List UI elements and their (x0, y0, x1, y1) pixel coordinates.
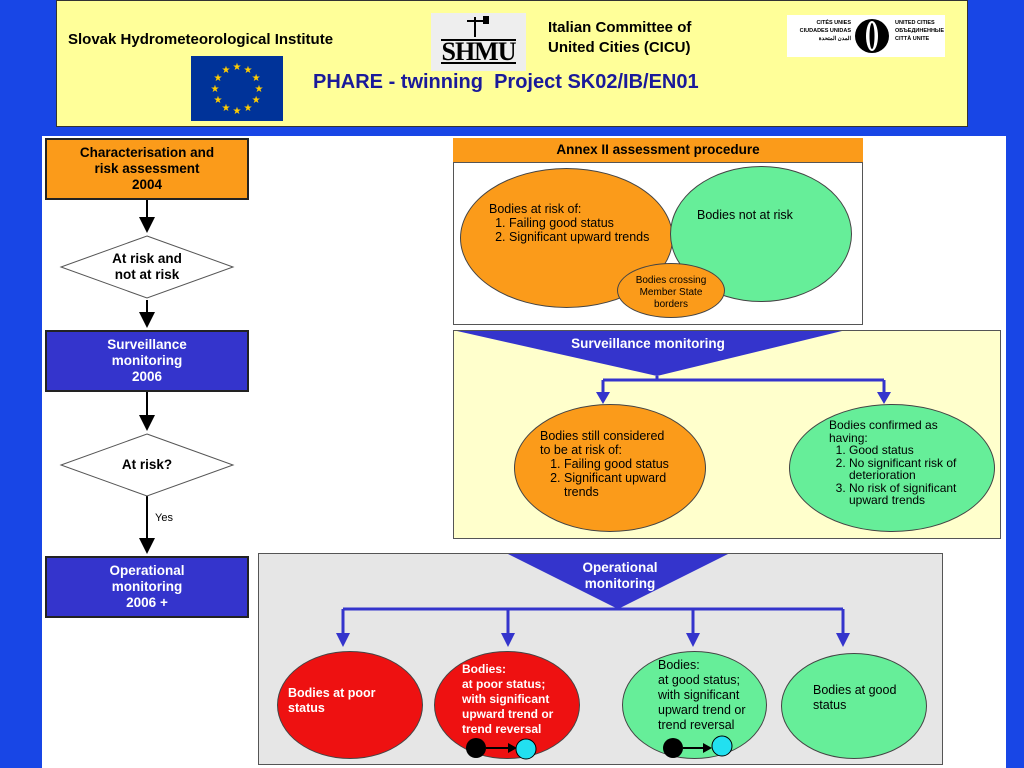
operational-box: Operational monitoring 2006 + (45, 556, 249, 618)
confirmed-text: Bodies confirmed as having: Good statusN… (829, 419, 979, 507)
eu-star: ★ (213, 95, 222, 106)
committee-line-1: Italian Committee of (548, 19, 692, 36)
globe-icon (855, 19, 889, 53)
committee-line-2: United Cities (CICU) (548, 39, 691, 56)
poor-status-text: Bodies at poor status (288, 686, 376, 715)
header-banner: Slovak Hydrometeorological Institute SHM… (56, 0, 968, 127)
eu-star: ★ (222, 65, 231, 76)
operational-connectors (336, 554, 850, 647)
eu-star: ★ (252, 95, 261, 106)
good-status-ellipse (781, 653, 927, 759)
annex-title: Annex II assessment procedure (453, 138, 863, 162)
eu-star: ★ (222, 103, 231, 114)
decision-diamond-2 (59, 433, 235, 497)
trend-reversal-marker-2 (663, 735, 733, 758)
good-status-text: Bodies at good status (813, 683, 897, 712)
good-trend-text: Bodies: at good status; with significant… (658, 658, 746, 732)
poor-status-ellipse (277, 651, 423, 759)
confirmed-ellipse (789, 404, 995, 532)
diamond-1-label: At risk and not at risk (112, 251, 182, 282)
eu-flag: ★★★★★★★★★★★★ (191, 56, 283, 121)
poor-trend-text: Bodies: at poor status; with significant… (462, 662, 554, 736)
at-risk-text: Bodies at risk of: Failing good statusSi… (489, 202, 654, 244)
eu-star: ★ (233, 62, 242, 73)
not-at-risk-text: Bodies not at risk (697, 208, 793, 222)
eu-star: ★ (244, 103, 253, 114)
still-at-risk-text: Bodies still considered to be at risk of… (540, 429, 700, 499)
project-title: PHARE - twinning Project SK02/IB/EN01 (313, 71, 699, 93)
yes-label: Yes (155, 512, 173, 524)
shmu-logo: SHMU (431, 13, 526, 71)
shmu-logo-text: SHMU (441, 37, 517, 66)
diamond-2-label: At risk? (121, 457, 173, 472)
eu-star: ★ (252, 73, 261, 84)
eu-star: ★ (211, 84, 220, 95)
characterisation-box: Characterisation and risk assessment 200… (45, 138, 249, 200)
still-at-risk-ellipse (514, 404, 706, 532)
operational-title: Operational monitoring (582, 560, 658, 591)
crossing-text: Bodies crossing Member State borders (635, 275, 707, 310)
trend-reversal-marker-1 (466, 738, 537, 760)
surveillance-connectors (457, 331, 891, 404)
crossing-ellipse (617, 263, 725, 318)
eu-stars-icon: ★★★★★★★★★★★★ (211, 62, 264, 117)
poor-trend-ellipse (434, 651, 580, 759)
eu-star: ★ (233, 106, 242, 117)
surveillance-title: Surveillance monitoring (571, 336, 725, 351)
eu-star: ★ (244, 65, 253, 76)
decision-diamond-1 (59, 235, 235, 299)
eu-star: ★ (213, 73, 222, 84)
surveillance-box: Surveillance monitoring 2006 (45, 330, 249, 392)
eu-star: ★ (255, 84, 264, 95)
institute-name: Slovak Hydrometeorological Institute (68, 31, 334, 48)
weather-station-icon (441, 16, 516, 64)
good-trend-ellipse (622, 651, 767, 759)
